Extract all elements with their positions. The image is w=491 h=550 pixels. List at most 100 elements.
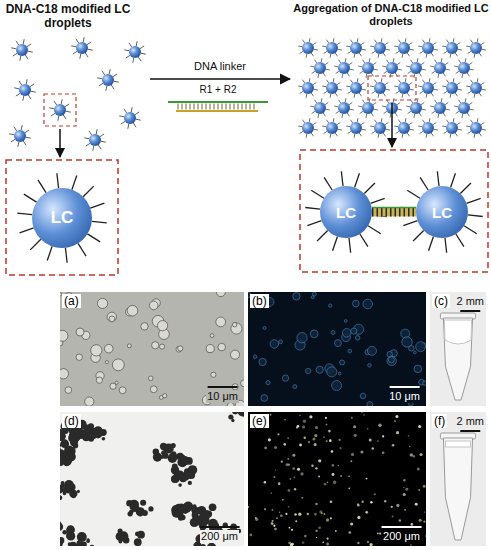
dna-c18-strand	[458, 100, 460, 103]
strand-label: R1 + R2	[160, 84, 276, 96]
aggregate-speckle	[419, 453, 422, 456]
dna-c18-strand	[457, 42, 460, 44]
droplet-body	[374, 42, 386, 54]
dna-c18-strand	[420, 177, 428, 190]
dna-c18-strand	[433, 122, 436, 124]
aggregate-speckle	[323, 513, 325, 515]
aggregate-cluster	[200, 544, 206, 546]
dna-c18-strand	[378, 94, 380, 98]
lc-droplet-icon	[466, 78, 486, 98]
lc-droplet-image	[311, 296, 314, 299]
dna-c18-strand	[477, 118, 479, 122]
aggregate-speckle	[322, 542, 324, 544]
dna-c18-strand	[309, 78, 311, 82]
dna-c18-strand	[403, 221, 417, 226]
dna-c18-strand	[438, 74, 440, 78]
droplet-body	[326, 122, 338, 134]
dna-linker	[372, 208, 416, 217]
aggregate-cluster	[160, 443, 167, 450]
dna-c18-strand	[464, 226, 477, 234]
dna-c18-strand	[360, 111, 363, 113]
dna-c18-strand	[28, 51, 33, 53]
lc-droplet-image	[241, 380, 244, 387]
micrograph-panel: (d)200 μm	[60, 412, 244, 546]
tube-body	[443, 318, 472, 400]
scale-bar	[460, 430, 480, 432]
aggregate-speckle	[311, 464, 314, 467]
reaction-arrow	[150, 78, 290, 80]
droplet-body	[398, 82, 410, 94]
aggregate-speckle	[357, 542, 359, 544]
dna-c18-strand	[481, 82, 484, 84]
lc-droplet-image	[127, 305, 138, 316]
base-pair	[218, 104, 219, 110]
dna-c18-strand	[23, 39, 25, 44]
droplet-label: LC	[336, 204, 356, 221]
aggregate-cluster	[100, 429, 107, 436]
dna-c18-strand	[372, 91, 375, 93]
micrograph-panel: (e)200 μm	[248, 412, 426, 546]
dna-c18-strand	[345, 98, 347, 102]
dna-c18-strand	[338, 89, 342, 91]
dna-c18-strand	[361, 42, 364, 44]
aggregate-speckle	[410, 544, 411, 545]
scale-bar-label: 2 mm	[456, 415, 486, 428]
dna-c18-strand	[410, 49, 414, 51]
aggregate-speckle	[298, 512, 301, 515]
aggregate-speckle	[348, 487, 350, 489]
dna-c18-strand	[312, 71, 315, 73]
dna-c18-strand	[30, 239, 41, 250]
base-pair	[230, 104, 231, 110]
dna-c18-strand	[338, 49, 342, 51]
aggregate-speckle	[287, 437, 289, 439]
dna-c18-strand	[421, 62, 424, 64]
dna-c18-strand	[381, 78, 383, 82]
dna-c18-strand	[468, 131, 471, 133]
dna-c18-strand	[19, 56, 21, 61]
dna-c18-strand	[468, 51, 471, 53]
dna-c18-strand	[11, 139, 15, 142]
dna-c18-strand	[429, 237, 434, 251]
aggregate-speckle	[374, 493, 376, 495]
dna-c18-strand	[326, 69, 330, 71]
aggregate-cluster	[62, 530, 67, 535]
aggregate-speckle	[314, 434, 317, 437]
dna-c18-strand	[446, 69, 450, 71]
lc-droplet-icon	[418, 118, 438, 138]
aggregate-cluster	[171, 466, 179, 474]
dna-c18-strand	[324, 131, 327, 133]
base-pair	[178, 104, 179, 110]
aggregate-speckle	[392, 444, 395, 447]
base-pair	[190, 104, 191, 110]
lc-droplet-icon	[442, 78, 462, 98]
dna-c18-strand	[85, 53, 88, 57]
tube-body	[443, 438, 472, 540]
dna-c18-strand	[310, 66, 314, 68]
dna-c18-strand	[450, 54, 452, 58]
aggregate-band	[445, 441, 470, 447]
micrograph-image	[430, 292, 486, 406]
dna-c18-strand	[350, 109, 354, 111]
aggregate-speckle	[315, 530, 317, 532]
aggregate-speckle	[403, 493, 406, 496]
micrograph-panel: (a)10 μm	[60, 292, 244, 406]
aggregate-speckle	[316, 537, 317, 538]
dna-c18-strand	[430, 66, 434, 68]
dna-c18-strand	[111, 85, 114, 89]
dna-c18-strand	[347, 113, 349, 116]
aggregate-speckle	[384, 500, 386, 502]
aggregate-speckle	[292, 454, 295, 457]
dna-c18-strand	[466, 86, 470, 88]
base-pair	[254, 104, 255, 110]
dna-c18-strand	[126, 55, 130, 58]
aggregate-speckle	[357, 516, 360, 519]
aggregate-cluster	[135, 532, 140, 537]
dna-c18-strand	[406, 106, 410, 108]
lc-droplet-icon	[124, 41, 146, 63]
aggregate-speckle	[255, 518, 258, 521]
aggregate-cluster	[148, 506, 153, 511]
droplet-label: LC	[51, 208, 74, 228]
droplet-body	[89, 134, 101, 146]
aggregate-speckle	[288, 489, 291, 492]
aggregate-speckle	[332, 473, 335, 476]
